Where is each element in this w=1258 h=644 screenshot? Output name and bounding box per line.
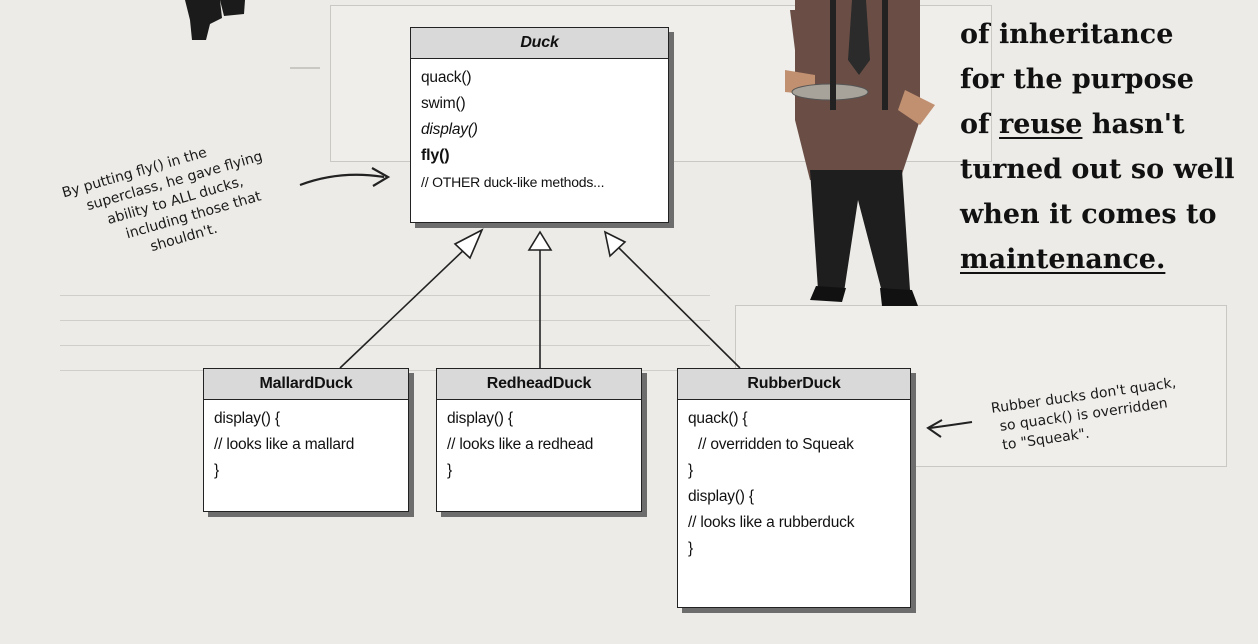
duck-method-fly: fly(): [421, 147, 450, 164]
rubber-line-6: }: [688, 540, 693, 557]
headline-maintenance: maintenance.: [960, 244, 1166, 275]
background-ghost-line: [60, 345, 710, 346]
mallard-duck-class-box: MallardDuck display() { // looks like a …: [203, 368, 409, 512]
mallard-line-2: // looks like a mallard: [214, 436, 355, 453]
headline-line-5: when it comes to: [960, 199, 1217, 230]
rubber-duck-class-name: RubberDuck: [678, 369, 910, 400]
businessman-illustration: [785, 0, 935, 306]
redhead-duck-class-name: RedheadDuck: [437, 369, 641, 400]
mallard-line-3: }: [214, 462, 219, 479]
rubber-line-5: // looks like a rubberduck: [688, 514, 855, 531]
mallard-duck-class-name: MallardDuck: [204, 369, 408, 400]
duck-class-name: Duck: [411, 28, 668, 59]
background-ghost-line: [60, 295, 710, 296]
headline-line-4: turned out so well: [960, 154, 1235, 185]
mallard-line-1: display() {: [214, 410, 280, 427]
rubber-line-3: }: [688, 462, 693, 479]
redhead-line-1: display() {: [447, 410, 513, 427]
rubber-line-4: display() {: [688, 488, 754, 505]
headline-line-1: of inheritance: [960, 19, 1174, 50]
duck-method-other: // OTHER duck-like methods...: [421, 174, 605, 190]
duck-method-display: display(): [421, 121, 478, 138]
redhead-line-2: // looks like a redhead: [447, 436, 594, 453]
background-ghost-line: [60, 320, 710, 321]
character-silhouette: [185, 0, 245, 40]
duck-method-swim: swim(): [421, 95, 466, 112]
redhead-line-3: }: [447, 462, 452, 479]
headline-line-3: of reuse hasn't: [960, 109, 1185, 140]
redhead-duck-class-box: RedheadDuck display() { // looks like a …: [436, 368, 642, 512]
headline-line-6: maintenance.: [960, 237, 1256, 282]
rubber-duck-class-box: RubberDuck quack() { // overridden to Sq…: [677, 368, 911, 608]
duck-class-box: Duck quack() swim() display() fly() // O…: [410, 27, 669, 223]
headline-line-2: for the purpose: [960, 64, 1194, 95]
rubber-line-2: // overridden to Squeak: [698, 436, 854, 453]
headline-reuse: reuse: [999, 109, 1083, 140]
headline-text: of inheritance for the purpose of reuse …: [960, 12, 1256, 282]
rubber-line-1: quack() {: [688, 410, 748, 427]
duck-method-quack: quack(): [421, 69, 472, 86]
